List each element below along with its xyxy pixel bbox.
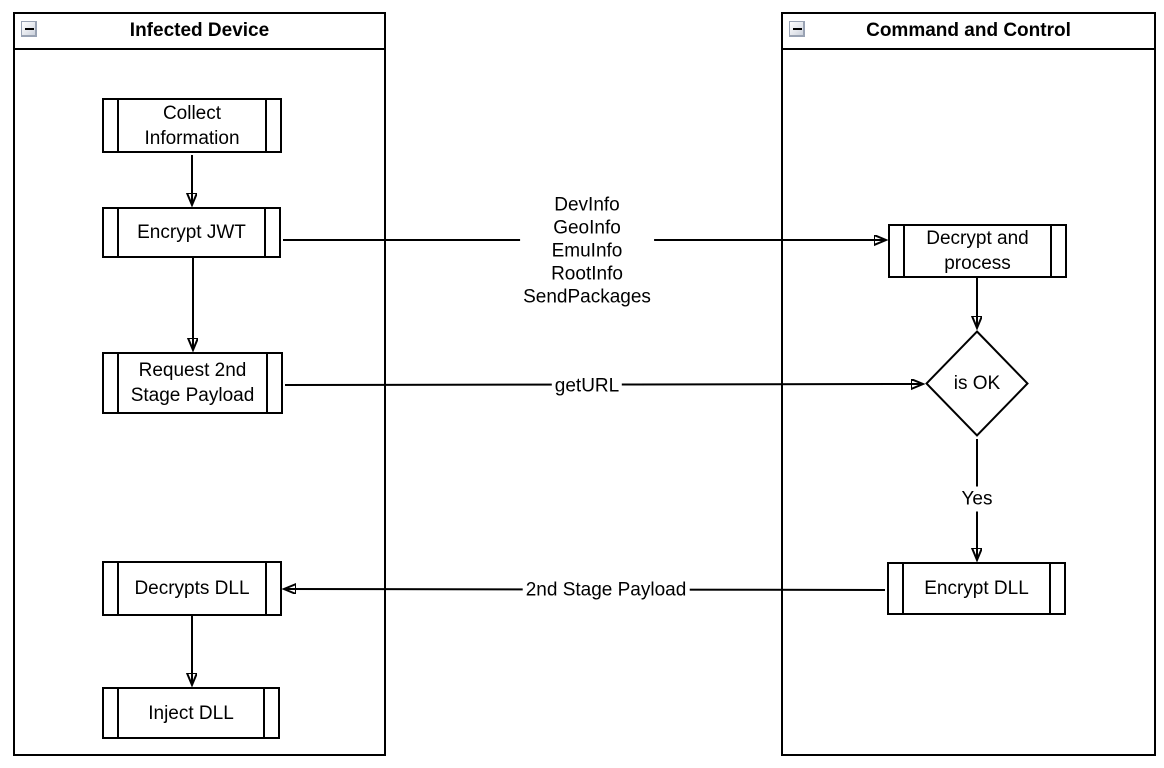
node-request-2nd-stage-payload[interactable]: Request 2nd Stage Payload [102, 352, 283, 414]
command-control-title-bar: Command and Control [783, 14, 1154, 50]
node-decrypts-dll[interactable]: Decrypts DLL [102, 561, 282, 616]
edge-label-2nd-stage-payload: 2nd Stage Payload [522, 577, 690, 603]
container-title: Infected Device [129, 20, 270, 41]
edge-label-geturl: getURL [551, 373, 623, 399]
node-encrypt-jwt[interactable]: Encrypt JWT [102, 207, 281, 258]
node-label: Decrypts DLL [134, 578, 250, 599]
node-encrypt-dll[interactable]: Encrypt DLL [887, 562, 1066, 615]
container-title: Command and Control [866, 20, 1071, 41]
infected-device-title-bar: Infected Device [15, 14, 384, 50]
node-label: Encrypt DLL [924, 578, 1029, 599]
node-label: Inject DLL [148, 702, 234, 724]
node-inject-dll[interactable]: Inject DLL [102, 687, 280, 739]
node-label: Encrypt JWT [137, 222, 246, 243]
edge-label-yes: Yes [958, 486, 996, 512]
minus-icon [792, 28, 802, 30]
node-collect-information[interactable]: Collect Information [102, 98, 282, 153]
node-label: Collect Information [144, 102, 240, 149]
node-decision-is-ok[interactable]: is OK [925, 330, 1029, 437]
collapse-icon[interactable] [789, 21, 805, 37]
diamond-shape [925, 330, 1029, 437]
edge-label-devinfo-packages: DevInfo GeoInfo EmuInfo RootInfo SendPac… [520, 192, 654, 310]
node-label: Request 2nd Stage Payload [130, 360, 255, 406]
node-label: Decrypt and process [926, 228, 1029, 274]
minus-icon [24, 28, 34, 30]
node-decrypt-and-process[interactable]: Decrypt and process [888, 224, 1067, 278]
node-label: is OK [953, 372, 1001, 394]
collapse-icon[interactable] [21, 21, 37, 37]
